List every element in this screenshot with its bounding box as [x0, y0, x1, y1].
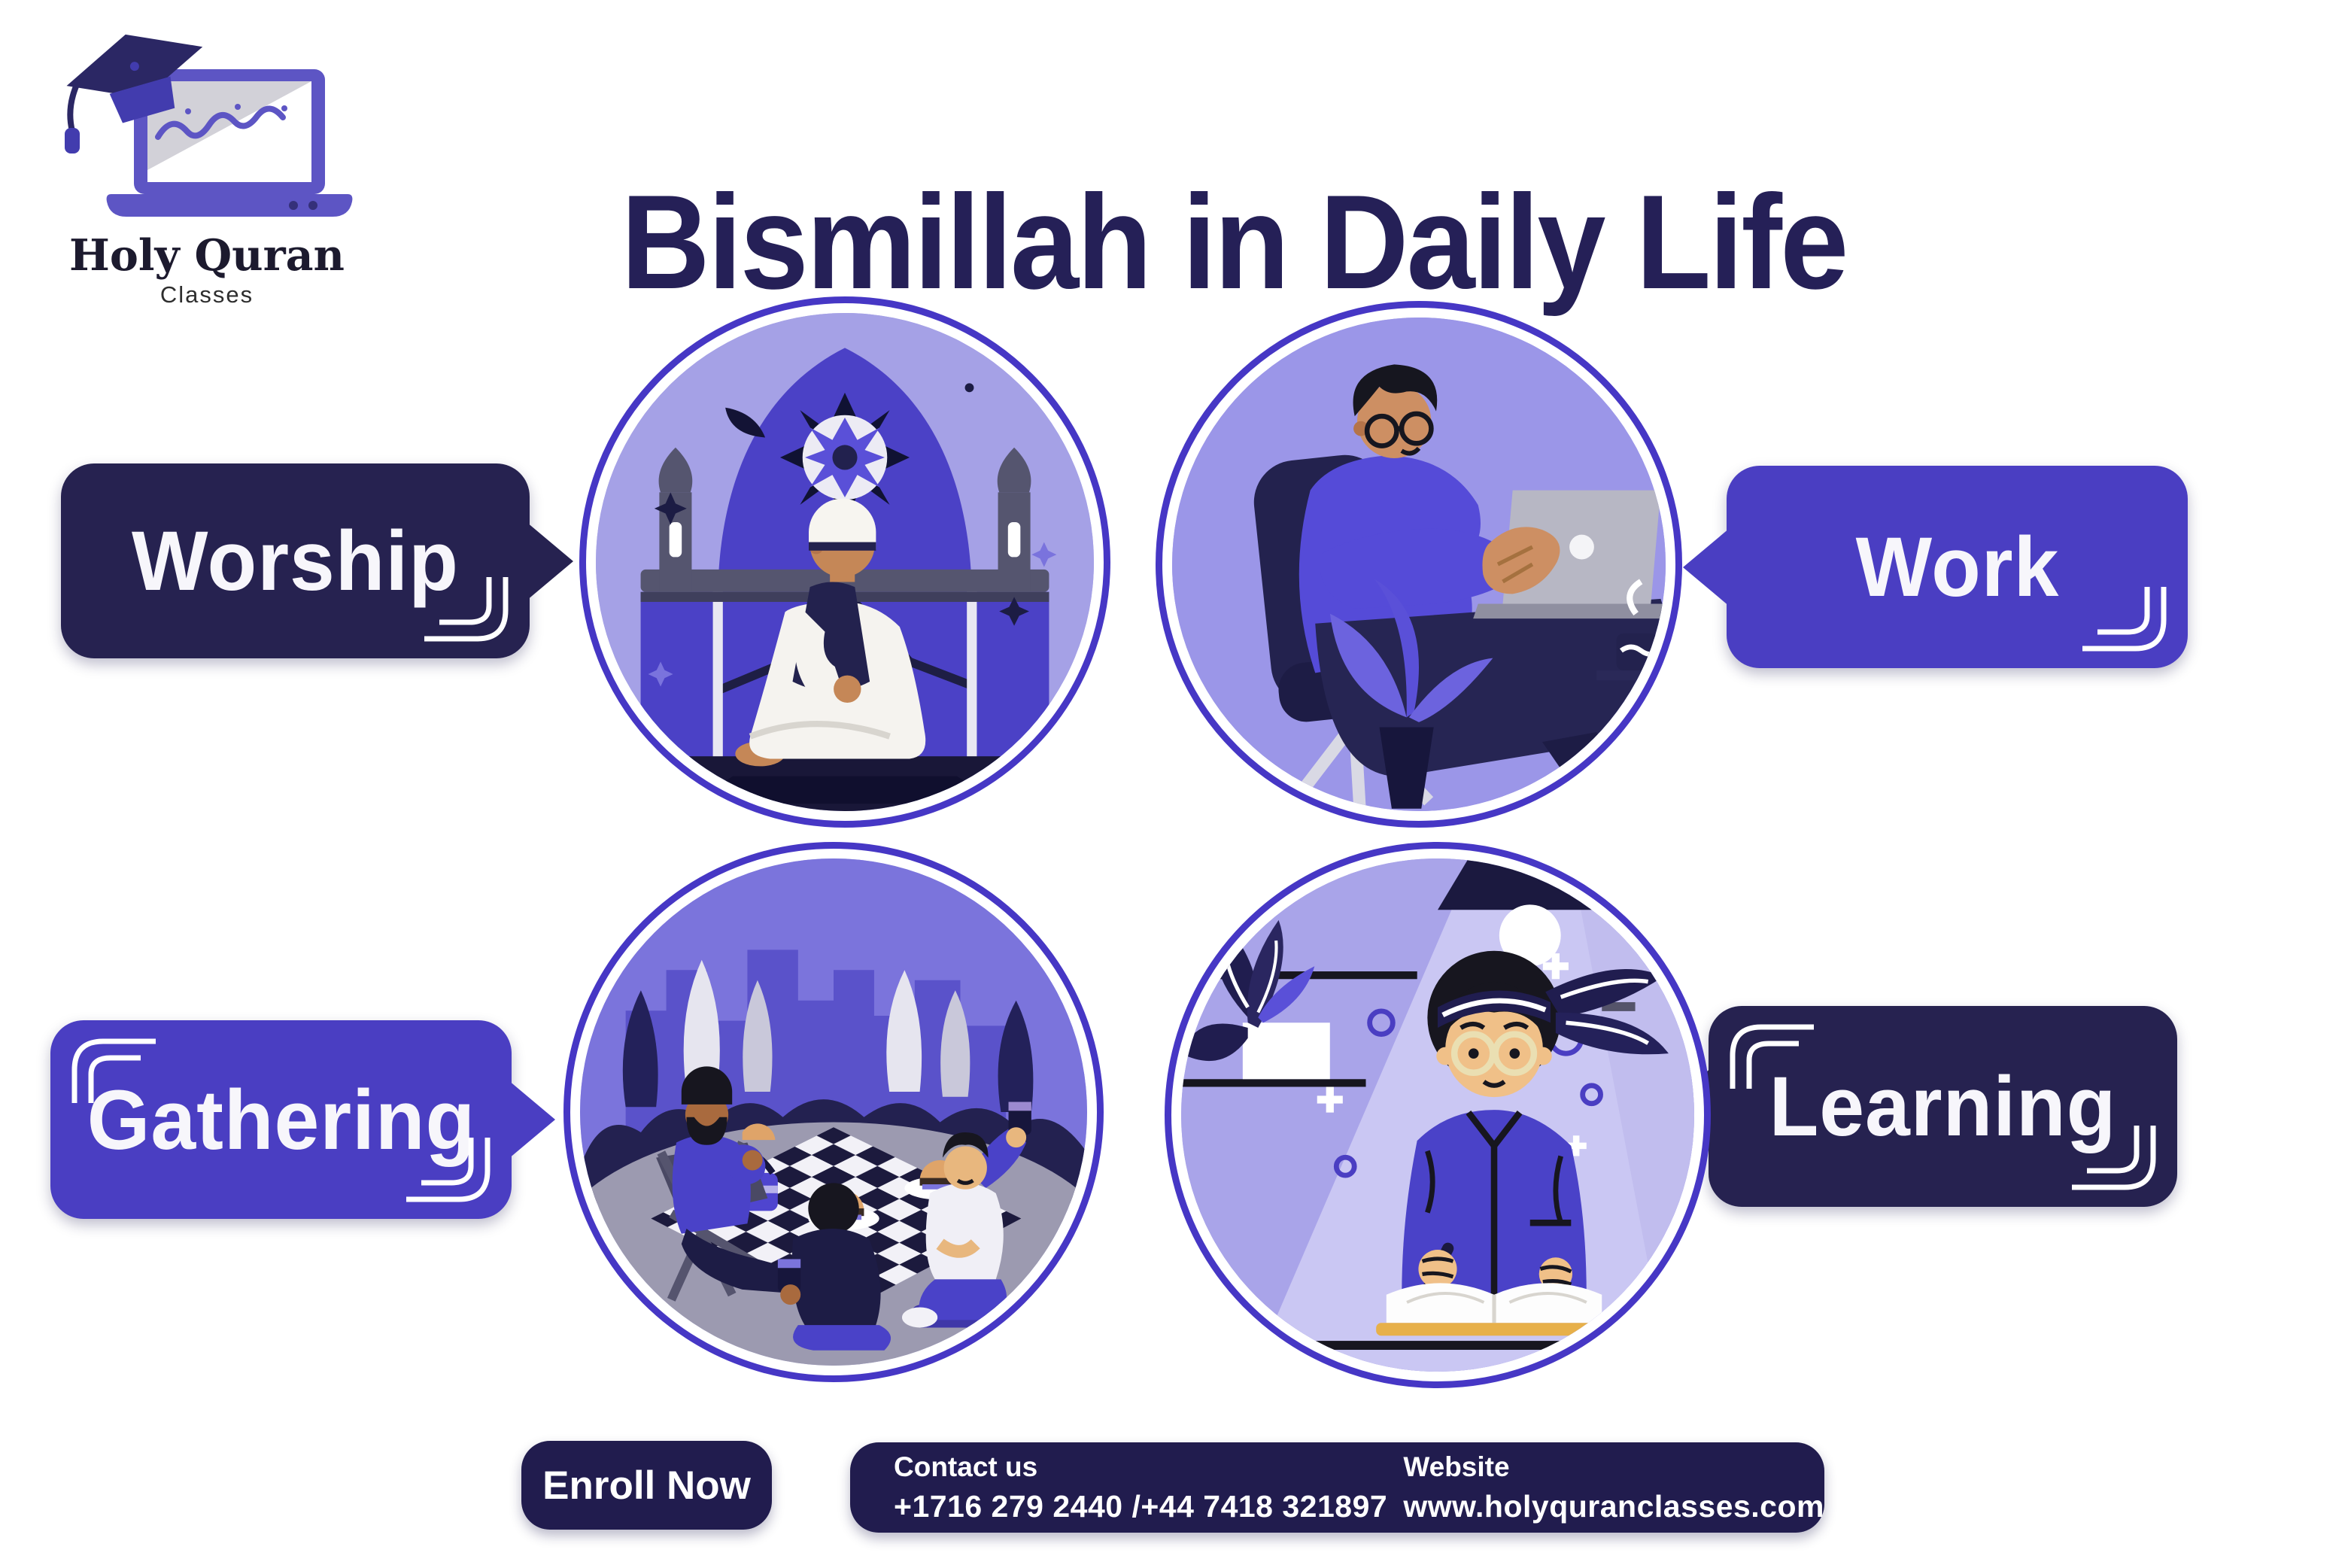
gathering-label-bubble: Gathering — [50, 1020, 555, 1219]
man-working-on-laptop-illustration — [1172, 318, 1666, 811]
learning-label: Learning — [1769, 1059, 2117, 1153]
corner-lines-decoration — [421, 573, 512, 646]
footer-info-bar: Contact us +1716 279 2440 /+44 7418 3218… — [850, 1442, 1824, 1533]
man-praying-in-mosque-illustration — [596, 313, 1094, 811]
friends-picnic-in-park-illustration — [580, 858, 1087, 1366]
contact-info: Contact us +1716 279 2440 /+44 7418 3218… — [894, 1451, 1403, 1524]
boy-writing-in-book-illustration — [1181, 858, 1694, 1372]
brand-logo: Holy Quran Classes — [41, 23, 372, 308]
corner-lines-decoration — [2079, 582, 2170, 656]
logo-title: Holy Quran — [69, 230, 345, 281]
bubble-pointer-left — [1683, 527, 1730, 606]
enroll-now-label: Enroll Now — [542, 1463, 751, 1508]
gathering-circle — [563, 842, 1104, 1382]
page-title: Bismillah in Daily Life — [621, 167, 1848, 318]
enroll-now-button[interactable]: Enroll Now — [521, 1441, 772, 1530]
gathering-label: Gathering — [87, 1072, 475, 1167]
corner-lines-decoration — [2069, 1121, 2159, 1195]
website-info: Website www.holyquranclasses.com — [1403, 1451, 1824, 1524]
website-label: Website — [1403, 1451, 1510, 1482]
arabic-calligraphy-icon — [155, 104, 287, 140]
worship-label: Worship — [132, 514, 459, 608]
corner-lines-decoration — [1727, 1020, 1817, 1093]
contact-label: Contact us — [894, 1451, 1038, 1482]
bubble-pointer-right — [527, 521, 573, 600]
corner-lines-decoration — [68, 1034, 159, 1108]
learning-label-bubble: Learning — [1665, 1006, 2177, 1207]
work-label-bubble: Work — [1683, 466, 2188, 668]
corner-lines-decoration — [403, 1133, 494, 1207]
worship-label-bubble: Worship — [61, 463, 573, 658]
bubble-pointer-right — [509, 1080, 555, 1159]
work-circle — [1156, 301, 1682, 828]
contact-numbers: +1716 279 2440 /+44 7418 321897 — [894, 1488, 1388, 1524]
work-label: Work — [1855, 520, 2059, 614]
graduation-cap-icon — [66, 34, 203, 123]
graduation-cap-laptop-icon — [65, 34, 353, 217]
learning-circle — [1165, 842, 1711, 1388]
worship-circle — [579, 296, 1110, 828]
website-url: www.holyquranclasses.com — [1403, 1488, 1824, 1524]
logo-subtitle: Classes — [159, 281, 254, 308]
